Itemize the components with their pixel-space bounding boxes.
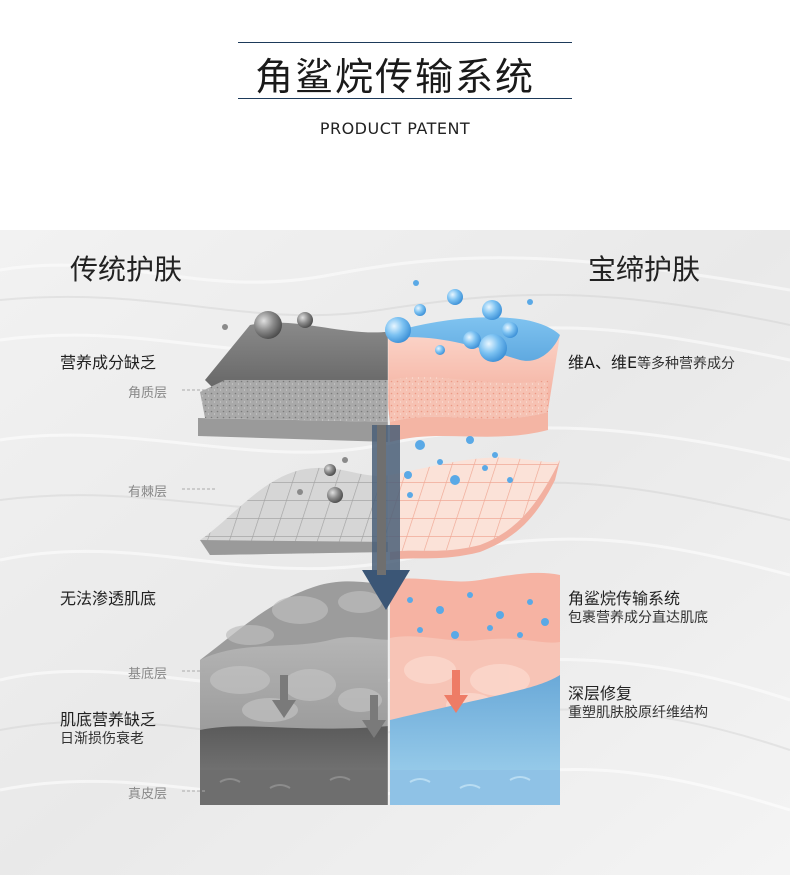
header: 角鲨烷传输系统 PRODUCT PATENT	[0, 0, 790, 230]
deep-repair-desc: 重塑肌肤胶原纤维结构	[568, 705, 708, 721]
traditional-skincare-heading: 传统护肤	[70, 253, 183, 286]
title-bottom-rule	[238, 98, 572, 99]
baodi-skincare-heading: 宝缔护肤	[588, 253, 701, 286]
layer-label-basal: 基底层	[128, 667, 168, 682]
vitamins-label-tail: 等多种营养成分	[637, 356, 736, 372]
deep-repair-label: 深层修复	[568, 684, 633, 703]
penetration-arrow	[362, 425, 410, 610]
blue-molecules	[385, 280, 533, 498]
traditional-skin-side	[198, 322, 388, 805]
squalane-system-desc: 包裹营养成分直达肌底	[568, 610, 708, 626]
layer-label-stratum-corneum: 角质层	[128, 386, 168, 401]
page-subtitle: PRODUCT PATENT	[319, 119, 471, 138]
layer-label-spinous: 有棘层	[128, 485, 168, 500]
baodi-skin-side	[388, 317, 560, 805]
gray-molecules	[222, 311, 348, 503]
page-title: 角鲨烷传输系统	[254, 55, 535, 99]
base-nutrient-lack-label: 肌底营养缺乏	[60, 710, 157, 729]
nutrient-lack-label: 营养成分缺乏	[60, 353, 157, 372]
skin-layers-graphic	[0, 230, 790, 875]
skin-comparison-illustration: 传统护肤 宝缔护肤 营养成分缺乏 无法渗透肌底 肌底营养缺乏 日渐损伤衰老 角质…	[0, 230, 790, 875]
layer-label-dermis: 真皮层	[128, 787, 168, 802]
aging-label: 日渐损伤衰老	[60, 731, 144, 747]
title-top-rule	[238, 42, 572, 43]
layer-leader-lines	[182, 389, 215, 792]
squalane-system-label: 角鲨烷传输系统	[568, 589, 681, 608]
vitamins-label-main: 维A、维E	[568, 353, 638, 372]
vitamins-label: 维A、维E等多种营养成分	[568, 349, 735, 373]
cannot-penetrate-label: 无法渗透肌底	[60, 589, 157, 608]
